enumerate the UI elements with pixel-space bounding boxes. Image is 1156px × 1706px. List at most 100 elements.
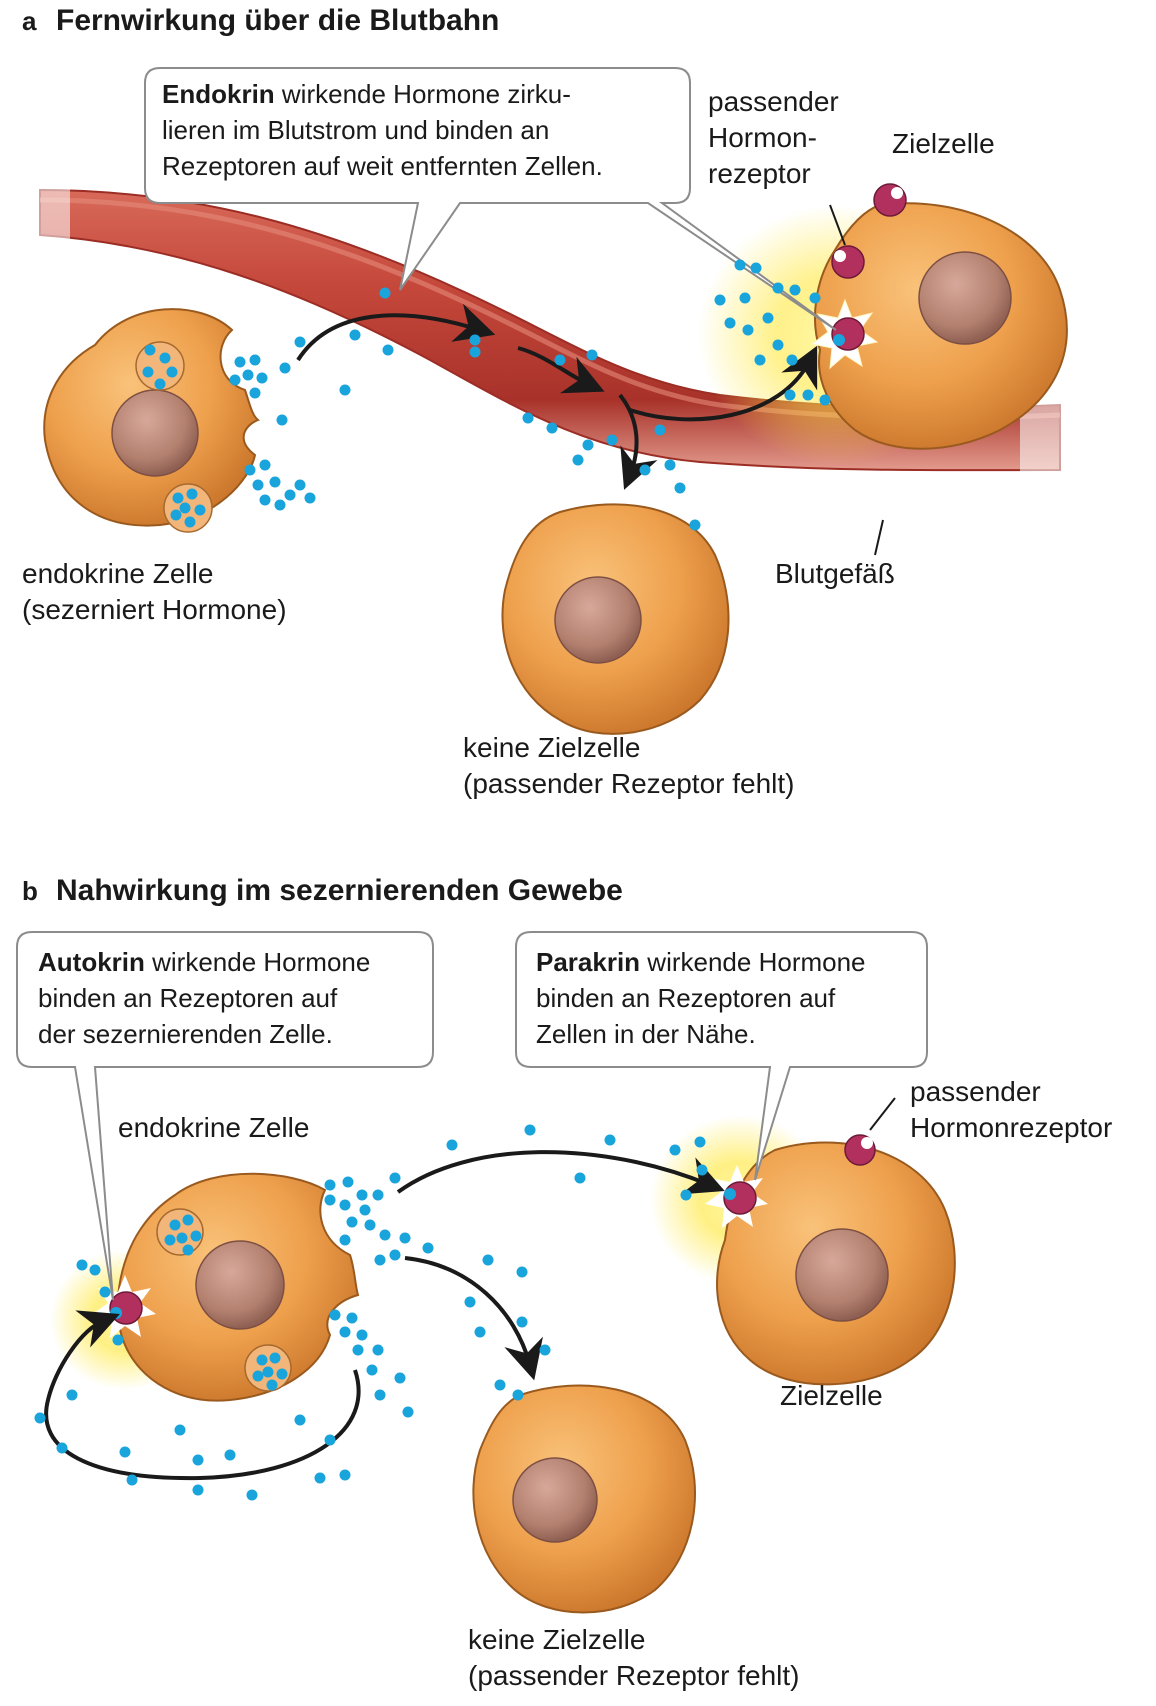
bubble-autocrine-line2: binden an Rezeptoren auf bbox=[38, 983, 338, 1013]
receptor-label-a-line3: rezeptor bbox=[708, 158, 811, 189]
hormone-molecule bbox=[446, 1139, 458, 1151]
hormone-molecule bbox=[674, 482, 686, 494]
receptor-label-pointer-a bbox=[829, 204, 846, 246]
hormone-molecule bbox=[469, 346, 481, 358]
endocrine-cell-a bbox=[43, 308, 260, 533]
hormone-molecule bbox=[294, 1414, 306, 1426]
hormone-molecule bbox=[750, 262, 762, 274]
hormone-receptor-a2 bbox=[831, 245, 865, 279]
hormone-molecule bbox=[734, 259, 746, 271]
hormone-molecule bbox=[99, 1286, 111, 1298]
hormone-molecule bbox=[379, 1229, 391, 1241]
hormone-molecule bbox=[66, 1389, 78, 1401]
hormone-molecule bbox=[166, 366, 178, 378]
non-target-label-b: keine Zielzelle (passender Rezeptor fehl… bbox=[468, 1622, 800, 1694]
hormone-molecule bbox=[89, 1264, 101, 1276]
hormone-molecule bbox=[664, 459, 676, 471]
section-b-letter: b bbox=[22, 876, 38, 906]
hormone-molecule bbox=[276, 1368, 288, 1380]
receptor-label-b-line2: Hormonrezeptor bbox=[910, 1112, 1113, 1143]
hormone-molecule bbox=[182, 1244, 194, 1256]
hormone-molecule bbox=[119, 1446, 131, 1458]
hormone-molecule bbox=[372, 1344, 384, 1356]
bubble-endocrine-line3: Rezeptoren auf weit entfernten Zellen. bbox=[162, 151, 603, 181]
hormone-molecule bbox=[284, 489, 296, 501]
hormone-molecule bbox=[266, 1379, 278, 1391]
hormone-molecule bbox=[256, 372, 268, 384]
hormone-molecule bbox=[179, 502, 191, 514]
vessel-label: Blutgefäß bbox=[775, 558, 895, 589]
non-target-label-a: keine Zielzelle (passender Rezeptor fehl… bbox=[463, 730, 795, 802]
bubble-autocrine bbox=[16, 931, 434, 1301]
non-target-label-b-line2: (passender Rezeptor fehlt) bbox=[468, 1660, 800, 1691]
hormone-molecule bbox=[144, 344, 156, 356]
hormone-molecule bbox=[262, 1366, 274, 1378]
hormone-molecule bbox=[112, 1334, 124, 1346]
hormone-molecules-b bbox=[34, 1124, 708, 1501]
hormone-molecule bbox=[379, 287, 391, 299]
endocrine-cell-label-a: endokrine Zelle (sezerniert Hormone) bbox=[22, 556, 287, 628]
hormone-molecule bbox=[372, 1189, 384, 1201]
hormone-molecule bbox=[339, 1234, 351, 1246]
receptor-label-a: passender Hormon- rezeptor bbox=[708, 84, 839, 192]
hormone-molecule bbox=[789, 284, 801, 296]
hormone-molecule bbox=[252, 479, 264, 491]
endocrine-cell-label-a-line1: endokrine Zelle bbox=[22, 558, 214, 589]
hormone-molecule bbox=[186, 488, 198, 500]
hormone-molecule bbox=[714, 294, 726, 306]
hormone-molecule bbox=[190, 1230, 202, 1242]
hormone-molecule bbox=[339, 1469, 351, 1481]
hormone-molecule bbox=[469, 334, 481, 346]
hormone-molecule bbox=[339, 1199, 351, 1211]
vessel-label-pointer bbox=[874, 519, 884, 556]
hormone-molecule bbox=[389, 1249, 401, 1261]
hormone-molecule bbox=[689, 519, 701, 531]
hormone-molecule bbox=[606, 434, 618, 446]
hormone-molecule bbox=[314, 1472, 326, 1484]
hormone-flow-arrows-a bbox=[296, 303, 818, 490]
bubble-paracrine-line3: Zellen in der Nähe. bbox=[536, 1019, 756, 1049]
hormone-molecule bbox=[639, 464, 651, 476]
hormone-molecule bbox=[742, 324, 754, 336]
hormone-molecule bbox=[374, 1254, 386, 1266]
receptor-label-b-line1: passender bbox=[910, 1076, 1041, 1107]
hormone-molecule bbox=[359, 1204, 371, 1216]
endocrine-cell-label-b: endokrine Zelle bbox=[118, 1112, 310, 1143]
hormone-molecule bbox=[339, 1326, 351, 1338]
hormone-molecule bbox=[809, 292, 821, 304]
hormone-molecule bbox=[696, 1164, 708, 1176]
hormone-molecule bbox=[269, 476, 281, 488]
bubble-autocrine-text: Autokrin wirkende Hormone binden an Reze… bbox=[38, 944, 370, 1052]
non-target-label-a-line1: keine Zielzelle bbox=[463, 732, 641, 763]
hormone-molecule bbox=[572, 454, 584, 466]
hormone-molecules-a bbox=[142, 259, 831, 531]
hormone-molecule bbox=[256, 1354, 268, 1366]
hormone-molecule bbox=[304, 492, 316, 504]
hormone-molecule bbox=[346, 1216, 358, 1228]
hormone-molecule bbox=[182, 1214, 194, 1226]
hormone-molecule bbox=[259, 494, 271, 506]
hormone-molecule bbox=[364, 1219, 376, 1231]
bubble-endocrine bbox=[144, 67, 837, 331]
hormone-molecule bbox=[739, 292, 751, 304]
hormone-molecule bbox=[192, 1454, 204, 1466]
hormone-molecule bbox=[374, 1389, 386, 1401]
hormone-molecule bbox=[346, 1312, 358, 1324]
hormone-molecule bbox=[464, 1296, 476, 1308]
hormone-molecule bbox=[224, 1449, 236, 1461]
target-cell-label-b: Zielzelle bbox=[780, 1380, 883, 1411]
hormone-molecule bbox=[229, 374, 241, 386]
hormone-molecule bbox=[159, 352, 171, 364]
hormone-molecule bbox=[366, 1364, 378, 1376]
hormone-molecule bbox=[324, 1179, 336, 1191]
hormone-molecule bbox=[234, 356, 246, 368]
hormone-molecule bbox=[184, 516, 196, 528]
hormone-molecule bbox=[164, 1234, 176, 1246]
hormone-molecule bbox=[34, 1412, 46, 1424]
hormone-molecule bbox=[269, 1352, 281, 1364]
hormone-molecule bbox=[654, 424, 666, 436]
target-cell-label-a: Zielzelle bbox=[892, 128, 995, 159]
hormone-molecule bbox=[249, 387, 261, 399]
hormone-molecule bbox=[574, 1172, 586, 1184]
